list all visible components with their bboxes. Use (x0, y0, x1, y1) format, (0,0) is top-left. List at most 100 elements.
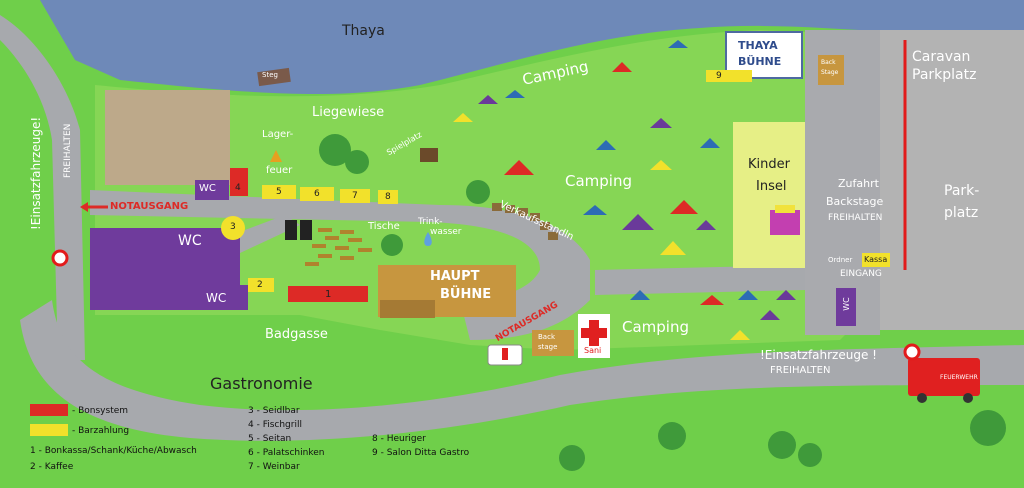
bouncy-castle (770, 210, 800, 235)
legend-item: 3 - Seidlbar (248, 406, 300, 416)
no-entry-sign-road (903, 343, 921, 361)
stand-number-4: 4 (235, 183, 241, 193)
stand-number-3: 3 (230, 222, 236, 232)
stand-number-1: 1 (325, 289, 332, 300)
thaya-stage-label-1: THAYA (738, 39, 778, 52)
tents (453, 40, 796, 340)
stand-1-bar (288, 286, 368, 302)
stand-8-bar (378, 190, 398, 204)
legend-cash-swatch (30, 424, 68, 436)
stand-number-7: 7 (352, 191, 358, 201)
tables (305, 228, 372, 266)
meadow-field (105, 90, 230, 185)
sani-label: Sani (584, 346, 602, 355)
ordner-label: Ordner (828, 256, 853, 264)
stand-7-bar (340, 189, 370, 203)
legend-item: 6 - Palatschinken (248, 448, 325, 458)
parking-label-2: platz (944, 205, 979, 221)
jetty-label: Steg (262, 71, 278, 79)
entrance-path (595, 265, 805, 295)
meadow-label: Liegewiese (312, 105, 385, 120)
water-label-2: wasser (430, 227, 462, 237)
parking-label-1: Park- (944, 183, 980, 199)
wc-bottom-area (198, 285, 248, 310)
backstage-bottom-label-1: Back (538, 333, 555, 341)
camping-mid-label: Camping (565, 172, 632, 190)
jetty (257, 67, 291, 87)
wc-side-label: WC (841, 297, 851, 311)
trees (319, 134, 1006, 471)
water-drop (424, 232, 432, 246)
kassa-box (862, 253, 890, 267)
river-label: Thaya (342, 23, 385, 39)
water-label-1: Trink- (418, 217, 443, 227)
grill-box (300, 220, 312, 240)
entrance-label: EINGANG (840, 269, 882, 279)
kids-label-1: Kinder (748, 157, 790, 172)
stand-number-8: 8 (385, 192, 391, 202)
access-label-2: Backstage (826, 195, 884, 208)
wc-small-area (195, 180, 229, 200)
stand-number-2: 2 (257, 280, 263, 290)
wc-big-label: WC (178, 233, 202, 249)
main-stage-roof (380, 300, 435, 318)
grill-box (285, 220, 297, 240)
stand-number-6: 6 (314, 189, 320, 199)
campfire-label-1: Lager- (262, 129, 294, 140)
legend-cash-label: - Barzahlung (72, 426, 130, 436)
exit-arrow-left-head (80, 202, 88, 212)
stand-2-bar (248, 278, 274, 292)
tables-label: Tische (368, 221, 400, 232)
stand-4-bar (230, 168, 248, 196)
emergency-exit-left-label: NOTAUSGANG (110, 201, 189, 212)
fire-truck-wheel (917, 393, 927, 403)
legend-bon-label: - Bonsystem (72, 406, 129, 416)
backstage-top-label-1: Back (821, 59, 836, 66)
kassa-label: Kassa (864, 255, 888, 264)
legend-item: 8 - Heuriger (372, 434, 426, 444)
wc-bottom-label: WC (206, 291, 227, 305)
campfire (270, 150, 282, 162)
bouncy-castle-top (775, 205, 795, 213)
fire-truck (908, 358, 980, 396)
wc-small-label: WC (199, 183, 216, 194)
backstage-top-label-2: Stage (821, 69, 839, 76)
left-road (0, 15, 85, 360)
playground-frame (420, 148, 438, 162)
caravan-label-1: Caravan (912, 49, 971, 65)
legend-item: 2 - Kaffee (30, 462, 74, 472)
ambulance-cross (502, 348, 508, 360)
legend-item: 5 - Seitan (248, 434, 292, 444)
main-stage-label-1: HAUPT (430, 269, 480, 284)
kids-island-area (733, 122, 805, 268)
backstage-bottom (532, 330, 574, 356)
stand-5-bar (262, 185, 296, 199)
emergency-vertical-label-2: FREIHALTEN (63, 123, 73, 178)
stand-6-bar (300, 187, 334, 201)
fire-truck-wheel (963, 393, 973, 403)
no-entry-sign-left (51, 249, 69, 267)
fire-truck-label: FEUERWEHR (940, 374, 978, 381)
legend-item: 1 - Bonkassa/Schank/Küche/Abwasch (30, 446, 197, 456)
emergency-road-label-1: !Einsatzfahrzeuge ! (760, 348, 877, 362)
legend-item: 4 - Fischgrill (248, 420, 302, 430)
emergency-road-label-2: FREIHALTEN (770, 365, 831, 376)
main-stage-label-2: BÜHNE (440, 287, 492, 302)
stand-number-5: 5 (276, 187, 282, 197)
stand-number-9: 9 (716, 71, 722, 81)
caravan-label-2: Parkplatz (912, 67, 977, 83)
access-label-1: Zufahrt (838, 177, 879, 190)
backstage-top (818, 55, 844, 85)
camping-bottom-label: Camping (622, 318, 689, 336)
street-label: Badgasse (265, 327, 328, 342)
legend-title: Gastronomie (210, 374, 313, 393)
backstage-bottom-label-2: stage (538, 343, 558, 351)
thaya-stage-label-2: BÜHNE (738, 55, 782, 68)
campfire-label-2: feuer (266, 165, 293, 176)
wc-side-area (836, 288, 856, 326)
emergency-vertical-label-1: !Einsatzfahrzeuge! (29, 116, 43, 230)
access-label-3: FREIHALTEN (828, 213, 883, 223)
kids-label-2: Insel (756, 179, 787, 194)
sani-cross-h (581, 328, 607, 338)
